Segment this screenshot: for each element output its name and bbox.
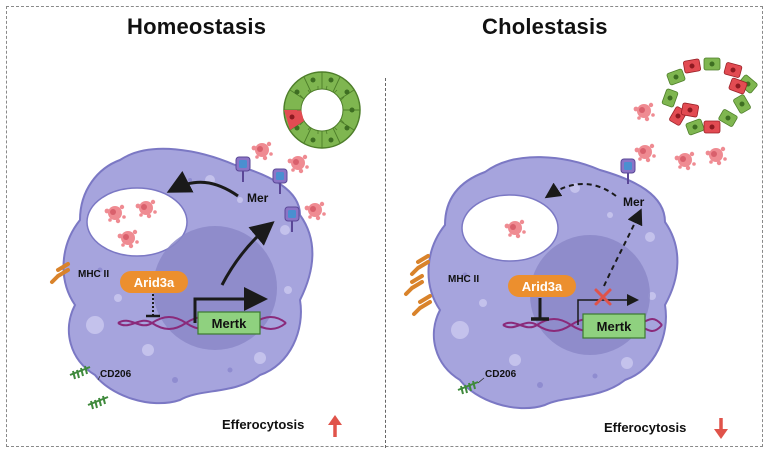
right-arid3a-label: Arid3a (522, 279, 563, 294)
right-arid3a-box (508, 275, 576, 297)
cd206-icon (87, 395, 109, 410)
left-efferocytosis-label: Efferocytosis (222, 417, 304, 432)
mhc-ii-icon (410, 254, 430, 276)
cd206-icon (69, 365, 91, 380)
right-uptake-arrow (544, 182, 617, 199)
right-mer-label: Mer (623, 195, 645, 209)
right-broken-bile-duct (661, 57, 759, 136)
left-cd206-label: CD206 (100, 369, 132, 380)
left-mertk-box (197, 311, 261, 335)
left-bile-duct (283, 71, 361, 149)
panel-title-homeostasis: Homeostasis (127, 14, 267, 39)
apoptotic-body (287, 154, 309, 174)
left-mer-label: Mer (247, 191, 269, 205)
apoptotic-body (674, 151, 696, 171)
panel-divider (385, 78, 386, 448)
left-promoter-arrow (193, 287, 268, 323)
mhc-ii-icon (412, 294, 432, 316)
down-arrow-icon (714, 418, 728, 439)
right-promoter-arrow (577, 294, 639, 325)
apoptotic-body (304, 201, 326, 221)
right-cd206-label: CD206 (485, 369, 517, 380)
apoptotic-body (251, 141, 273, 161)
left-phagosome (86, 187, 188, 257)
right-mertk-label: Mertk (597, 319, 632, 334)
left-vesicles (86, 175, 292, 364)
right-mertk-box (582, 313, 646, 339)
right-mhc-label: MHC II (448, 274, 479, 285)
right-expression-arrow (603, 208, 643, 287)
left-uptake-arrow (166, 171, 239, 198)
left-expression-arrow (220, 221, 275, 286)
right-panel: Arid3a Mertk Mer (404, 57, 759, 439)
blocked-x-icon (594, 288, 612, 306)
apoptotic-body (634, 143, 656, 163)
apoptotic-body (633, 102, 655, 122)
left-panel: Arid3a Mertk Mer (50, 71, 361, 437)
left-mhc-label: MHC II (78, 269, 109, 280)
left-arid3a-box (120, 271, 188, 293)
apoptotic-body (705, 146, 727, 166)
panel-title-cholestasis: Cholestasis (482, 14, 608, 39)
mhc-ii-icon (404, 274, 424, 296)
left-arid3a-label: Arid3a (134, 275, 175, 290)
left-mertk-label: Mertk (212, 316, 247, 331)
up-arrow-icon (328, 415, 342, 437)
right-efferocytosis-label: Efferocytosis (604, 420, 686, 435)
figure-frame (6, 6, 763, 447)
